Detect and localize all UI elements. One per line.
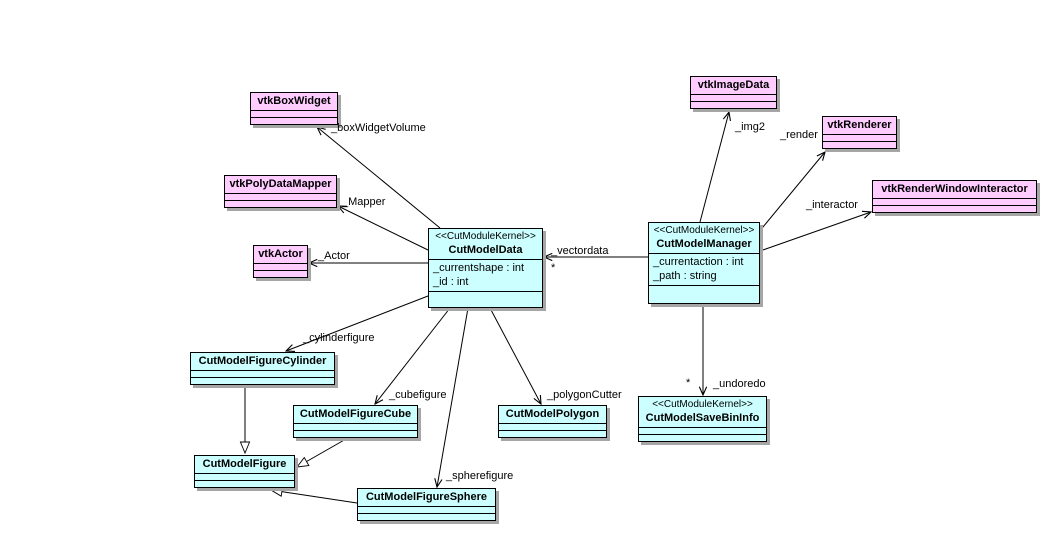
class-name: vtkBoxWidget [257,95,331,107]
attributes-compartment [294,423,417,430]
attributes-compartment [823,134,896,141]
attribute: _currentaction : int [653,256,744,268]
attributes-compartment [639,427,766,434]
class-vtkrenderwindowinteractor[interactable]: vtkRenderWindowInteractor [872,180,1037,213]
class-cutmodelpolygon[interactable]: CutModelPolygon [498,405,607,438]
operations-compartment [873,205,1036,212]
attributes-compartment [195,473,294,480]
edge-label-polygoncutter: _polygonCutter [547,389,622,401]
edge-polygoncutter [489,307,541,404]
edge-label-img2: _img2 [735,121,765,133]
class-name: CutModelFigure [202,458,287,470]
edge-label-cylinderfigure: _cylinderfigure [303,332,375,344]
operations-compartment [294,430,417,437]
edge-label-spherefigure: _spherefigure [446,470,514,482]
edge-generalization-cube [297,438,347,467]
class-name: CutModelSaveBinInfo [645,412,760,424]
operations-compartment [499,430,606,437]
edge-label-cubefigure: _cubefigure [389,389,447,401]
class-name: CutModelPolygon [505,408,600,420]
operations-compartment [823,141,896,148]
attributes-compartment [499,423,606,430]
class-vtkimagedata[interactable]: vtkImageData [690,76,777,109]
class-cutmodelfigurecube[interactable]: CutModelFigureCube [293,405,418,438]
operations-compartment [191,377,334,384]
class-name: vtkActor [258,248,303,260]
edge-cylinderfigure [286,295,429,351]
edge-multiplicity-vectordata: * [551,262,556,274]
attribute: _id : int [433,276,469,288]
attributes-compartment [191,370,334,377]
stereotype-label: <<CutModuleKernel>> [653,225,755,236]
attributes-compartment [225,193,336,200]
attributes-compartment [873,198,1036,205]
edge-label-vectordata: _vectordata [551,245,609,257]
class-name: vtkRenderer [827,119,892,131]
class-vtkpolydatamapper[interactable]: vtkPolyDataMapper [224,175,337,208]
operations-compartment [251,117,337,124]
operations-compartment [195,480,294,487]
attributes-compartment [358,506,495,513]
class-name: CutModelFigureCube [299,408,412,420]
class-vtkrenderer[interactable]: vtkRenderer [822,116,897,149]
attributes-compartment [251,110,337,117]
edge-mapper [338,206,429,251]
class-name: vtkPolyDataMapper [229,178,332,190]
operations-compartment [639,434,766,441]
edge-label-render: _render [780,129,818,141]
operations-compartment [691,101,776,108]
edge-label-undoredo: _undoredo [713,378,766,390]
edge-cubefigure [375,307,451,404]
edge-spherefigure [437,307,469,487]
operations-compartment [254,270,307,277]
class-cutmodelmanager[interactable]: <<CutModuleKernel>> CutModelManager _cur… [648,222,760,304]
operations-compartment [649,285,759,303]
edge-multiplicity-undoredo: * [686,377,691,389]
class-cutmodeldata[interactable]: <<CutModuleKernel>> CutModelData _curren… [428,228,543,308]
operations-compartment [358,513,495,520]
edge-generalization-sphere [271,490,358,504]
attribute: _currentshape : int [433,262,525,274]
stereotype-label: <<CutModuleKernel>> [435,231,536,242]
attributes-compartment: _currentaction : int _path : string [649,253,759,285]
class-name: CutModelFigureSphere [365,491,487,503]
stereotype-label: <<CutModuleKernel>> [652,399,753,410]
class-vtkboxwidget[interactable]: vtkBoxWidget [250,92,338,125]
attributes-compartment [254,263,307,270]
class-cutmodelfigure[interactable]: CutModelFigure [194,455,295,488]
edge-img2 [699,112,729,223]
edge-boxwidgetvolume [317,127,441,229]
attributes-compartment [691,94,776,101]
operations-compartment [225,200,336,207]
edge-label-mapper: _Mapper [342,196,386,208]
attribute: _path : string [653,270,717,282]
attributes-compartment: _currentshape : int _id : int [429,259,542,291]
class-cutmodelfigurecylinder[interactable]: CutModelFigureCylinder [190,352,335,385]
edge-interactor [759,212,871,252]
class-name: CutModelManager [656,238,752,250]
edge-label-boxwidgetvolume: _boxWidgetVolume [331,122,426,134]
edge-label-interactor: _interactor [806,199,858,211]
class-name: CutModelData [448,244,523,256]
class-name: CutModelFigureCylinder [198,355,327,367]
operations-compartment [429,291,542,307]
class-cutmodelfiguresphere[interactable]: CutModelFigureSphere [357,488,496,521]
class-name: vtkRenderWindowInteractor [881,183,1028,195]
class-name: vtkImageData [697,79,770,91]
edge-label-actor: _Actor [318,250,350,262]
edge-render [757,152,825,234]
class-vtkactor[interactable]: vtkActor [253,245,308,278]
class-cutmodelsavebininfo[interactable]: <<CutModuleKernel>> CutModelSaveBinInfo [638,396,767,442]
